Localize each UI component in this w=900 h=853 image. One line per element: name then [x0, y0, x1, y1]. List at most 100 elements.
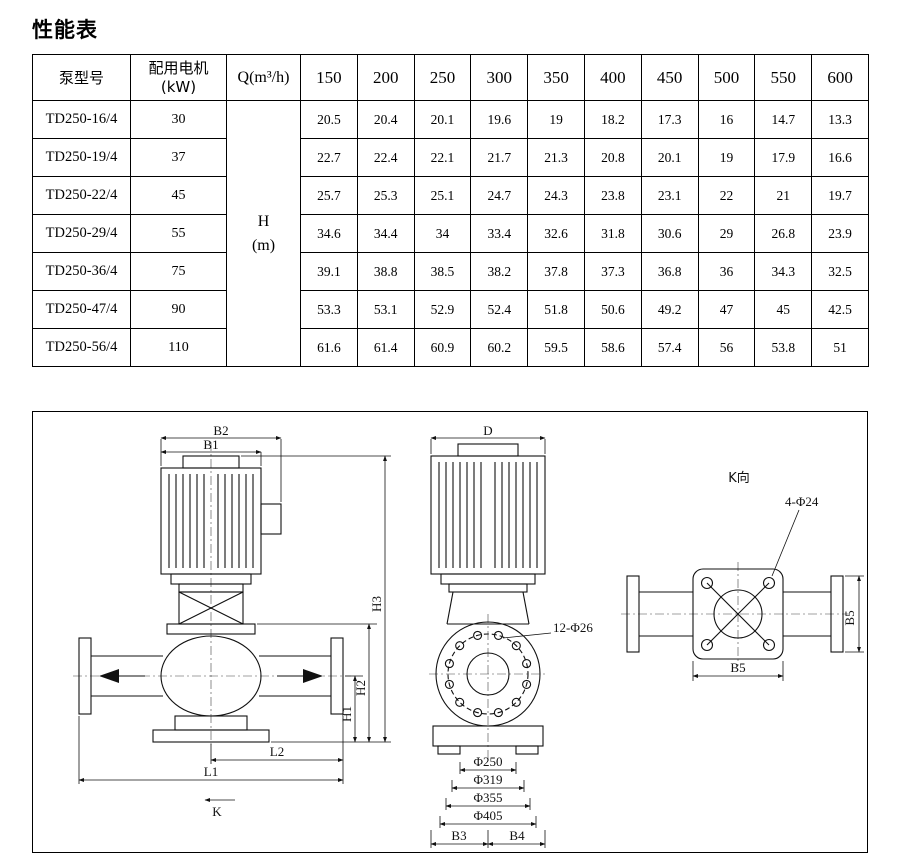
dim-label-k: K — [212, 804, 222, 819]
head-value: 19 — [527, 100, 585, 139]
pump-model: TD250-19/4 — [32, 138, 131, 177]
dim-label-b2: B2 — [213, 423, 228, 438]
dim-label-b5-right: B5 — [842, 610, 857, 625]
head-value: 60.9 — [413, 328, 472, 367]
head-value: 34.6 — [300, 214, 358, 253]
head-value: 23.9 — [811, 214, 869, 253]
dim-label-b3: B3 — [451, 828, 466, 843]
head-value: 36 — [697, 252, 756, 291]
header-flow-250: 250 — [413, 54, 472, 101]
header-flow-300: 300 — [470, 54, 529, 101]
pump-side-geometry — [430, 443, 546, 755]
head-value: 13.3 — [811, 100, 869, 139]
head-value: 20.5 — [300, 100, 358, 139]
motor-power: 37 — [130, 138, 227, 177]
head-value: 30.6 — [640, 214, 699, 253]
head-value: 53.8 — [754, 328, 813, 367]
head-value: 59.5 — [527, 328, 585, 367]
pump-model: TD250-36/4 — [32, 252, 131, 291]
side-view: D 12-Φ26 Φ250 Φ319 Φ355 Φ405 B3 B4 — [429, 423, 593, 848]
head-value: 38.5 — [413, 252, 472, 291]
dim-label-bolt-circle-12: 12-Φ26 — [553, 620, 593, 635]
head-value: 38.2 — [470, 252, 529, 291]
base-plate — [152, 729, 270, 743]
head-value: 21 — [754, 176, 813, 215]
dim-label-h1: H1 — [339, 706, 354, 722]
head-value: 22 — [697, 176, 756, 215]
head-value: 23.1 — [640, 176, 699, 215]
head-value: 22.1 — [413, 138, 472, 177]
head-value: 60.2 — [470, 328, 529, 367]
head-value: 25.3 — [356, 176, 415, 215]
head-value: 37.3 — [583, 252, 642, 291]
pump-front-geometry — [78, 455, 344, 743]
head-value: 31.8 — [583, 214, 642, 253]
dim-label-bolt-4: 4-Φ24 — [785, 494, 819, 509]
head-value: 38.8 — [356, 252, 415, 291]
terminal-box — [260, 503, 282, 535]
header-flow-500: 500 — [697, 54, 756, 101]
head-value: 20.4 — [356, 100, 415, 139]
head-value: 24.3 — [527, 176, 585, 215]
dim-label-b4: B4 — [509, 828, 525, 843]
head-value: 39.1 — [300, 252, 358, 291]
header-pump-model: 泵型号 — [32, 54, 131, 101]
head-value: 20.1 — [640, 138, 699, 177]
head-value: 57.4 — [640, 328, 699, 367]
motor-power: 90 — [130, 290, 227, 329]
motor-power: 55 — [130, 214, 227, 253]
head-value: 53.3 — [300, 290, 358, 329]
header-flow-350: 350 — [527, 54, 585, 101]
head-value: 58.6 — [583, 328, 642, 367]
head-value: 22.4 — [356, 138, 415, 177]
pump-model: TD250-16/4 — [32, 100, 131, 139]
head-value: 16.6 — [811, 138, 869, 177]
motor-fins — [168, 474, 254, 568]
dim-label-d: D — [483, 423, 492, 438]
dim-label-h3: H3 — [369, 596, 384, 612]
header-flow-600: 600 — [811, 54, 869, 101]
header-motor-power: 配用电机 (kW) — [130, 54, 227, 101]
head-value: 24.7 — [470, 176, 529, 215]
head-unit-cell: H (m) — [226, 100, 301, 367]
head-value: 37.8 — [527, 252, 585, 291]
head-value: 49.2 — [640, 290, 699, 329]
motor-power: 110 — [130, 328, 227, 367]
head-value: 50.6 — [583, 290, 642, 329]
pump-model: TD250-22/4 — [32, 176, 131, 215]
dim-label-dia250: Φ250 — [473, 754, 502, 769]
head-value: 29 — [697, 214, 756, 253]
head-value: 21.3 — [527, 138, 585, 177]
head-value: 32.6 — [527, 214, 585, 253]
head-value: 22.7 — [300, 138, 358, 177]
head-value: 19 — [697, 138, 756, 177]
head-value: 32.5 — [811, 252, 869, 291]
dim-label-l1: L1 — [204, 764, 218, 779]
head-value: 51 — [811, 328, 869, 367]
head-value: 52.4 — [470, 290, 529, 329]
head-value: 45 — [754, 290, 813, 329]
header-flow-400: 400 — [583, 54, 642, 101]
square-flange — [692, 568, 784, 660]
top-view: K向 4-Φ24 B5 B5 — [621, 470, 864, 681]
discharge-flange — [330, 637, 344, 715]
head-value: 52.9 — [413, 290, 472, 329]
header-flow-rate: Q(m³/h) — [226, 54, 301, 101]
pump-dimension-drawing: B2 B1 H1 H2 H3 L2 L1 K — [73, 423, 864, 848]
head-value: 17.3 — [640, 100, 699, 139]
head-value: 17.9 — [754, 138, 813, 177]
dimension-drawing-panel: B2 B1 H1 H2 H3 L2 L1 K — [32, 411, 868, 853]
motor-power: 45 — [130, 176, 227, 215]
head-value: 14.7 — [754, 100, 813, 139]
dim-label-dia355: Φ355 — [473, 790, 502, 805]
motor-power: 30 — [130, 100, 227, 139]
motor-power: 75 — [130, 252, 227, 291]
